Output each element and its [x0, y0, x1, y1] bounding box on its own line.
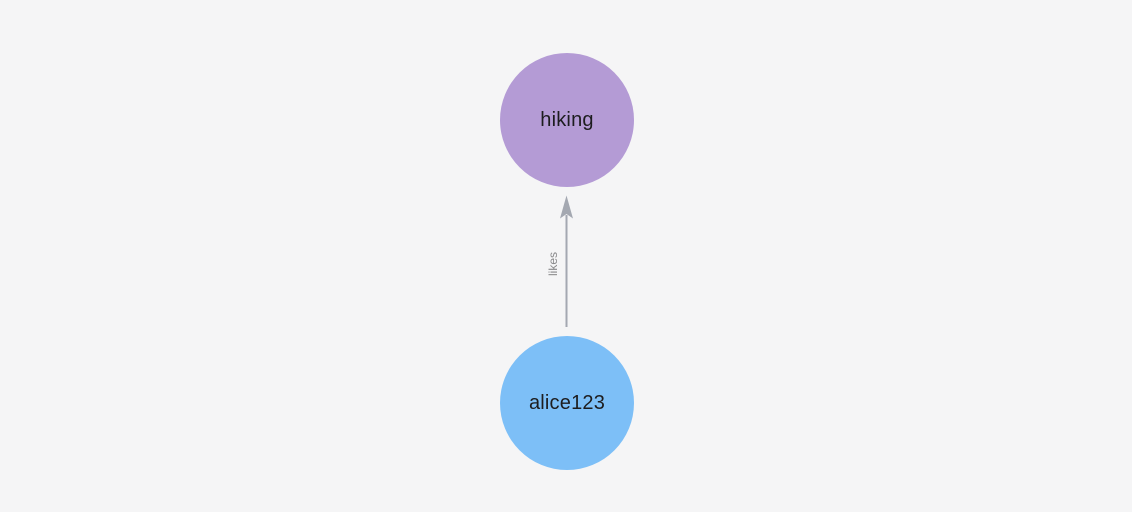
edge-likes[interactable] — [560, 195, 573, 328]
node-alice123[interactable]: alice123 — [500, 336, 634, 470]
node-hiking[interactable]: hiking — [500, 53, 634, 187]
node-alice123-label: alice123 — [528, 391, 606, 414]
node-hiking-label: hiking — [540, 108, 594, 131]
edge-arrowhead-icon — [560, 195, 573, 219]
edge-label-likes: likes — [546, 251, 560, 277]
